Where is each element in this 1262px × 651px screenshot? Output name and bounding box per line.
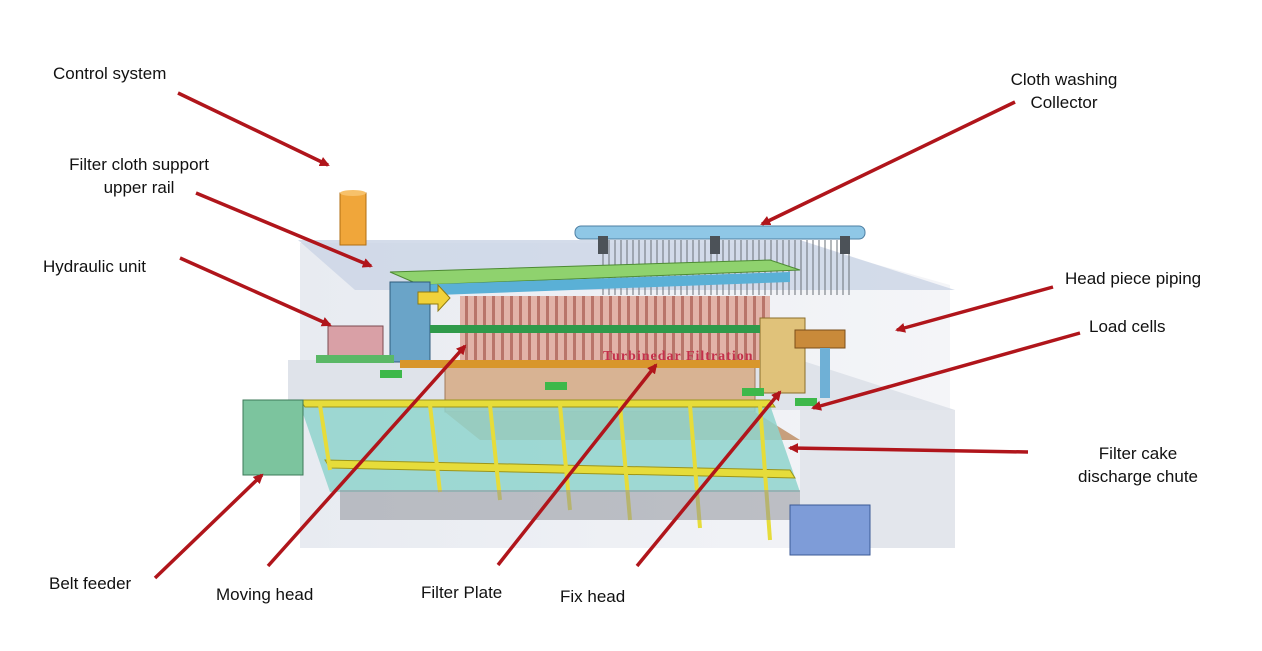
arrow-fix-head: [635, 390, 782, 568]
label-filter-cake-discharge-chute: Filter cake discharge chute: [1058, 442, 1218, 488]
label-filter-cake-line1: Filter cake: [1098, 444, 1178, 463]
arrow-head-piece-piping: [895, 285, 1054, 333]
label-cloth-washing-line2: Collector: [1030, 93, 1098, 112]
label-cloth-washing-collector: Cloth washing Collector: [994, 68, 1134, 114]
label-load-cells: Load cells: [1089, 317, 1166, 336]
label-filter-cloth-support: Filter cloth support upper rail: [57, 153, 221, 199]
arrow-control-system: [177, 91, 330, 167]
label-belt-feeder: Belt feeder: [49, 574, 132, 593]
hydraulic-unit: [316, 325, 394, 363]
label-control-system: Control system: [53, 64, 167, 83]
head-piece-pipe: [794, 329, 846, 349]
arrow-filter-cake-chute: [788, 443, 1029, 454]
arrow-load-cells: [811, 331, 1081, 411]
arrow-moving-head: [266, 344, 467, 568]
brand-text: Turbinedar Filtration: [603, 349, 754, 364]
label-head-piece-piping: Head piece piping: [1065, 269, 1202, 288]
fix-head-block: [759, 317, 806, 394]
arrow-cloth-washing: [760, 100, 1016, 226]
upper-rail-beam: [389, 259, 801, 286]
label-moving-head: Moving head: [216, 585, 314, 604]
label-cloth-washing-line1: Cloth washing: [1010, 70, 1118, 89]
label-hydraulic-unit: Hydraulic unit: [43, 257, 146, 276]
label-filter-cake-line2: discharge chute: [1077, 467, 1199, 486]
arrow-belt-feeder: [153, 473, 264, 580]
label-filter-cloth-support-line2: upper rail: [103, 178, 175, 197]
arrow-filter-plate: [496, 363, 658, 567]
label-fix-head: Fix head: [560, 587, 626, 606]
label-filter-plate: Filter Plate: [421, 583, 503, 602]
callout-arrows: [153, 91, 1081, 580]
arrow-filter-cloth-support: [195, 191, 373, 268]
arrow-hydraulic-unit: [179, 256, 332, 327]
belt-feeder: [242, 399, 871, 556]
label-filter-cloth-support-line1: Filter cloth support: [69, 155, 209, 174]
control-system-cabinet: [339, 190, 367, 246]
